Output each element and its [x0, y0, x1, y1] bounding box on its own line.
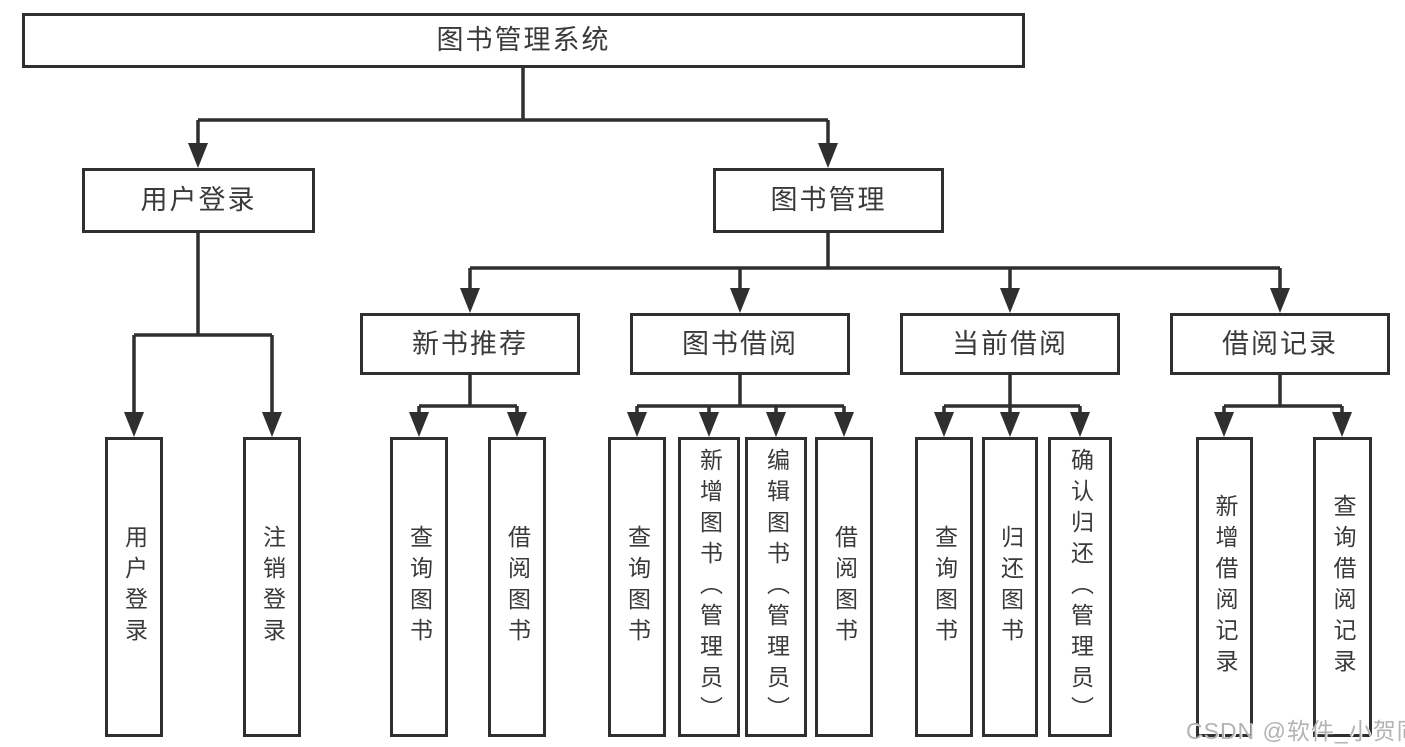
node-book-management: 图书管理 [713, 168, 944, 233]
leaf-return-book: 归还图书 [982, 437, 1038, 737]
leaf-query-borrow-record: 查询借阅记录 [1313, 437, 1372, 737]
node-label: 当前借阅 [952, 328, 1068, 359]
node-label: 新增图书（管理员） [696, 447, 723, 727]
watermark: CSDN @软件_小贺同学 [1186, 718, 1405, 744]
node-label: 编辑图书（管理员） [763, 447, 790, 727]
arrowheads [124, 143, 1352, 437]
arrow-down-icon [1332, 412, 1352, 437]
arrow-down-icon [1270, 288, 1290, 313]
node-label: 借阅图书 [831, 525, 858, 649]
arrow-down-icon [818, 143, 838, 168]
leaf-logout: 注销登录 [243, 437, 301, 737]
arrow-down-icon [1000, 288, 1020, 313]
connector-current-to-leaves [942, 375, 1082, 416]
connector-root-to-level2 [196, 68, 830, 148]
arrow-down-icon [934, 412, 954, 437]
node-label: 图书借阅 [682, 328, 798, 359]
leaf-query-books: 查询图书 [390, 437, 448, 737]
node-label: 查询图书 [406, 525, 433, 649]
node-label: 借阅图书 [504, 525, 531, 649]
leaf-user-login: 用户登录 [105, 437, 163, 737]
arrow-down-icon [460, 288, 480, 313]
arrow-down-icon [1214, 412, 1234, 437]
arrow-down-icon [507, 412, 527, 437]
connector-borrowing-to-leaves [635, 375, 846, 416]
arrow-down-icon [834, 412, 854, 437]
node-label: 查询图书 [931, 525, 958, 649]
arrow-down-icon [409, 412, 429, 437]
arrow-down-icon [730, 288, 750, 313]
node-label: 新书推荐 [412, 328, 528, 359]
connector-newbook-to-leaves [417, 375, 519, 416]
node-label: 图书管理系统 [436, 25, 611, 55]
node-label: 查询借阅记录 [1330, 494, 1356, 680]
arrow-down-icon [627, 412, 647, 437]
leaf-query-books: 查询图书 [915, 437, 973, 737]
arrow-down-icon [1000, 412, 1020, 437]
leaf-query-books: 查询图书 [608, 437, 666, 737]
node-label: 用户登录 [140, 185, 257, 215]
leaf-add-borrow-record: 新增借阅记录 [1196, 437, 1253, 737]
connector-bookmgmt-to-level3 [468, 233, 1282, 292]
node-book-management-system: 图书管理系统 [22, 13, 1025, 68]
node-label: 新增借阅记录 [1212, 494, 1238, 680]
node-new-book-recommendation: 新书推荐 [360, 313, 580, 375]
arrow-down-icon [188, 143, 208, 168]
arrow-down-icon [699, 412, 719, 437]
leaf-edit-book-admin: 编辑图书（管理员） [745, 437, 807, 737]
node-label: 图书管理 [770, 185, 887, 215]
node-label: 注销登录 [259, 525, 286, 649]
leaf-confirm-return-admin: 确认归还（管理员） [1048, 437, 1112, 737]
node-label: 归还图书 [997, 525, 1024, 649]
node-label: 查询图书 [624, 525, 651, 649]
arrow-down-icon [766, 412, 786, 437]
arrow-down-icon [1070, 412, 1090, 437]
node-label: 确认归还（管理员） [1067, 447, 1094, 727]
arrow-down-icon [124, 412, 144, 437]
arrow-down-icon [262, 412, 282, 437]
leaf-add-book-admin: 新增图书（管理员） [678, 437, 740, 737]
leaf-borrow-books: 借阅图书 [488, 437, 546, 737]
node-current-borrowing: 当前借阅 [900, 313, 1120, 375]
connector-records-to-leaves [1222, 375, 1344, 416]
node-label: 借阅记录 [1222, 328, 1338, 359]
node-borrowing-records: 借阅记录 [1170, 313, 1390, 375]
node-user-login: 用户登录 [82, 168, 315, 233]
connector-userlogin-to-leaves [132, 233, 274, 416]
leaf-borrow-books: 借阅图书 [815, 437, 873, 737]
node-label: 用户登录 [121, 525, 148, 649]
node-book-borrowing: 图书借阅 [630, 313, 850, 375]
